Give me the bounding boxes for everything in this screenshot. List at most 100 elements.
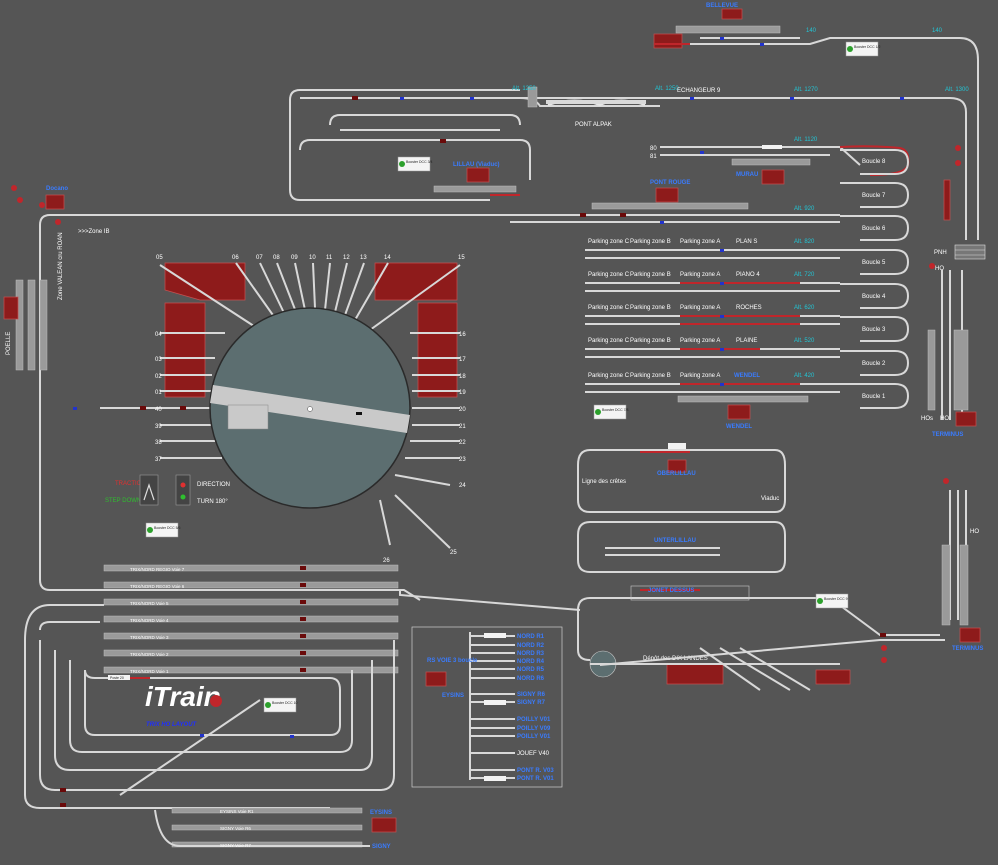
bellevue-label: BELLEVUE [706, 3, 738, 9]
zone-ib-label: >>>Zone IB [78, 229, 110, 235]
fiddle-list: NORD R1 NORD R2 NORD R3 NORD R4 NORD R5 … [517, 634, 554, 782]
block-tag[interactable] [668, 443, 686, 449]
svg-text:Boucle 1: Boucle 1 [862, 394, 886, 400]
booster-label: Booster DCC 5/6 [154, 526, 181, 530]
svg-text:18: 18 [459, 374, 466, 380]
booster-badge[interactable]: Booster DCC 3/4 [397, 156, 433, 172]
rs-voie-label: RS VOIE 3 boucle [427, 658, 478, 664]
alt-label: Alt. 1270 [794, 87, 818, 93]
hos-label: HOs [921, 416, 933, 422]
storage-labels: TRIX/NORD REGIO Voie 7 TRIX/NORD REGIO V… [130, 567, 185, 674]
svg-text:Parking zone B: Parking zone B [630, 272, 671, 278]
svg-text:Parking zone C: Parking zone C [588, 305, 630, 311]
svg-text:NORD R5: NORD R5 [517, 667, 545, 673]
poste-label: Poste 20 [110, 676, 124, 680]
svg-text:22: 22 [459, 440, 466, 446]
svg-text:24: 24 [459, 483, 466, 489]
docano-station[interactable] [45, 194, 65, 210]
traction-label: TRACTION [115, 481, 146, 487]
terminus-top-station[interactable] [955, 411, 977, 427]
oberlillau-label: OBERLILLAU [657, 471, 696, 477]
svg-text:SIGNY R6: SIGNY R6 [517, 692, 546, 698]
svg-text:Parking zone B: Parking zone B [630, 305, 671, 311]
svg-text:38: 38 [155, 440, 162, 446]
svg-text:13: 13 [360, 255, 367, 261]
pont-rouge-station[interactable] [655, 187, 679, 203]
svg-text:NORD R4: NORD R4 [517, 659, 545, 665]
booster-badge[interactable]: Booster DCC 10 [263, 697, 298, 713]
oberlillau-station[interactable] [667, 459, 687, 473]
svg-text:17: 17 [459, 357, 466, 363]
fiddle-yard-panel [411, 626, 563, 788]
svg-text:Parking zone C: Parking zone C [588, 272, 630, 278]
svg-text:01: 01 [155, 390, 162, 396]
svg-text:TRIX/NORD Voie 3: TRIX/NORD Voie 3 [130, 635, 169, 640]
booster-badge[interactable]: Booster DCC 5/6 [145, 522, 181, 538]
murau-station[interactable] [761, 169, 785, 185]
svg-text:NORD R6: NORD R6 [517, 676, 545, 682]
wendel-station[interactable] [727, 404, 751, 420]
svg-text:PLAINE: PLAINE [736, 338, 757, 344]
svg-text:04: 04 [155, 332, 162, 338]
block-tag[interactable] [108, 675, 130, 680]
svg-text:Alt. 420: Alt. 420 [794, 373, 815, 379]
alt-label: Alt. 1250 [655, 86, 679, 92]
alt-label: 140 [932, 28, 943, 34]
signals[interactable] [11, 145, 961, 663]
svg-text:WENDEL: WENDEL [734, 373, 760, 379]
booster-badge[interactable]: Booster DCC 1/2 [845, 41, 881, 57]
booster-label: Booster DCC 3/4 [406, 160, 433, 164]
svg-text:Parking zone A: Parking zone A [680, 305, 720, 311]
svg-text:TRIX/NORD Voie 4: TRIX/NORD Voie 4 [130, 618, 169, 623]
block-tag[interactable] [762, 145, 782, 149]
turntable-controls: TRACTION STEP DOWN DIRECTION TURN 180° [105, 474, 230, 506]
pnh-crossing[interactable] [954, 244, 986, 260]
eysins-signy-yard[interactable] [154, 807, 397, 848]
ho-label: HO [940, 416, 949, 422]
svg-text:40: 40 [155, 407, 162, 413]
svg-text:Parking zone C: Parking zone C [588, 239, 630, 245]
svg-text:20: 20 [459, 407, 466, 413]
turn-label: TURN 180° [197, 499, 228, 505]
bellevue-station[interactable]: BELLEVUE [653, 3, 781, 49]
svg-text:08: 08 [273, 255, 280, 261]
turntable[interactable] [209, 307, 411, 509]
terminus-bottom-station[interactable] [959, 627, 981, 643]
lillau-station[interactable] [433, 167, 517, 193]
svg-text:POILLY V01: POILLY V01 [517, 734, 551, 740]
svg-text:12: 12 [343, 255, 350, 261]
poelle-yard[interactable] [3, 279, 48, 371]
svg-text:Boucle 5: Boucle 5 [862, 260, 886, 266]
sensors [73, 37, 904, 738]
parking-zones: WENDEL [585, 249, 840, 430]
stop-down-label: STEP DOWN [105, 498, 141, 504]
parking-labels: Parking zone C Parking zone B Parking zo… [588, 239, 815, 379]
turn-switch[interactable] [175, 474, 191, 506]
svg-text:14: 14 [384, 255, 391, 261]
svg-text:25: 25 [450, 550, 457, 556]
svg-text:PONT R. V03: PONT R. V03 [517, 768, 554, 774]
booster-badge[interactable]: Booster DCC 9 [815, 593, 849, 609]
pnh-label: PNH [934, 250, 947, 256]
depot-dix-landes[interactable] [589, 647, 851, 691]
direction-switch[interactable] [139, 474, 159, 506]
svg-text:Alt. 520: Alt. 520 [794, 338, 815, 344]
svg-text:10: 10 [309, 255, 316, 261]
svg-text:NORD R2: NORD R2 [517, 643, 545, 649]
itrain-logo: iTrain [145, 681, 221, 712]
signy-label: SIGNY [372, 844, 391, 850]
eysins-label: EYSINS [370, 810, 392, 816]
storage-platforms[interactable] [103, 564, 399, 674]
svg-text:SIGNY R7: SIGNY R7 [517, 700, 546, 706]
booster-badge[interactable]: Booster DCC 7/8 [593, 404, 629, 420]
svg-text:Parking zone C: Parking zone C [588, 338, 630, 344]
terminus-bottom-label: TERMINUS [952, 646, 983, 652]
svg-text:Alt. 720: Alt. 720 [794, 272, 815, 278]
svg-text:PONT R. V01: PONT R. V01 [517, 776, 554, 782]
svg-text:Alt. 620: Alt. 620 [794, 305, 815, 311]
docano-label: Docano [46, 186, 68, 192]
unterlillau-label: UNTERLILLAU [654, 538, 696, 544]
booster-label: Booster DCC 1/2 [854, 45, 881, 49]
svg-text:11: 11 [326, 255, 333, 261]
